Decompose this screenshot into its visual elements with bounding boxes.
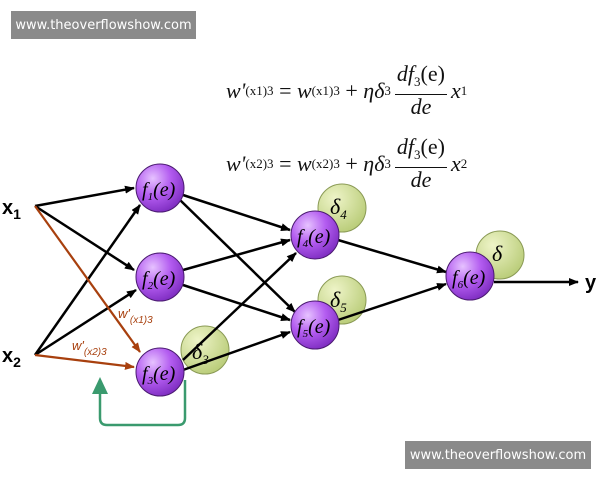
watermark-bottom: www.theoverflowshow.com xyxy=(405,441,591,469)
edge-x1-f3 xyxy=(34,205,141,353)
neuron-f4: f4(e) xyxy=(290,210,340,260)
edge-x2-f3 xyxy=(34,353,135,370)
updated-edges xyxy=(34,205,141,370)
svg-text:f1(e): f1(e) xyxy=(142,179,176,203)
input-x2: x2 xyxy=(2,345,21,370)
edge-f3-f5 xyxy=(182,330,291,372)
svg-text:f3(e): f3(e) xyxy=(142,363,176,387)
edges xyxy=(33,185,579,372)
watermark-top: www.theoverflowshow.com xyxy=(11,11,196,39)
edge-f1-f4 xyxy=(182,193,291,232)
edge-f2-f4 xyxy=(182,238,291,272)
edge-f3-f4 xyxy=(182,252,297,361)
svg-text:δ5: δ5 xyxy=(330,287,347,315)
edge-x2-f2 xyxy=(34,288,137,357)
svg-text:δ3: δ3 xyxy=(192,339,209,367)
svg-text:δ4: δ4 xyxy=(330,194,347,222)
svg-text:f5(e): f5(e) xyxy=(297,316,331,340)
neuron-f6: f6(e) xyxy=(445,251,495,301)
delta-3: δ3 xyxy=(180,325,230,375)
svg-text:δ: δ xyxy=(492,241,503,266)
svg-text:f2(e): f2(e) xyxy=(142,268,176,292)
output-y: y xyxy=(585,272,597,294)
neuron-f1: f1(e) xyxy=(135,163,185,213)
neuron-f5: f5(e) xyxy=(290,300,340,350)
svg-text:f6(e): f6(e) xyxy=(452,267,486,291)
edge-x1-f1 xyxy=(34,185,135,208)
feedback-loop-arrow xyxy=(92,377,187,427)
edge-f4-f6 xyxy=(337,238,447,274)
neuron-f3: f3(e) xyxy=(135,347,185,397)
weight-label-x2-3: w'(x2)3 xyxy=(72,338,107,358)
edge-x1-f2 xyxy=(34,204,135,272)
weight-label-x1-3: w'(x1)3 xyxy=(118,306,153,326)
svg-text:f4(e): f4(e) xyxy=(297,226,331,250)
edge-f5-f6 xyxy=(337,282,447,322)
edge-f2-f5 xyxy=(182,283,291,322)
neuron-f2: f2(e) xyxy=(135,252,185,302)
input-x1: x1 xyxy=(2,197,21,222)
